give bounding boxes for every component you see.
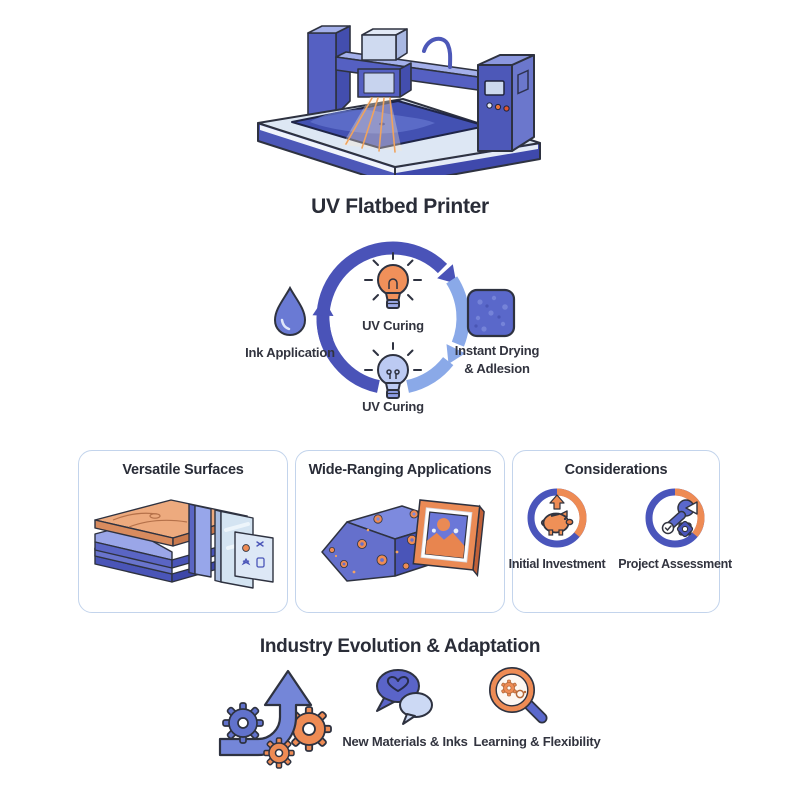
card-title-applications: Wide-Ranging Applications bbox=[308, 462, 492, 478]
cycle-label-uv-curing-top: UV Curing bbox=[362, 318, 424, 333]
speech-bubbles-icon bbox=[376, 669, 433, 725]
cycle-label-instant-drying: Instant Drying & Adlesion bbox=[432, 342, 562, 378]
card-title-surfaces: Versatile Surfaces bbox=[122, 462, 244, 478]
surface-glyphs bbox=[241, 541, 265, 568]
evolution-label-learning: Learning & Flexibility bbox=[473, 734, 601, 749]
cycle-label-uv-curing-bottom: UV Curing bbox=[362, 399, 424, 414]
card-wide-ranging-applications: Wide-Ranging Applications bbox=[295, 450, 505, 613]
cured-surface-icon bbox=[466, 288, 516, 338]
evolution-label-materials: New Materials & Inks bbox=[342, 734, 468, 749]
instant-drying-line2: & Adlesion bbox=[464, 361, 530, 376]
cycle-label-ink-application: Ink Application bbox=[245, 345, 335, 360]
piggy-bank-ring-icon bbox=[527, 488, 587, 548]
applications-illustration bbox=[321, 499, 485, 582]
framed-picture bbox=[412, 499, 485, 578]
evolution-title: Industry Evolution & Adaptation bbox=[259, 636, 541, 657]
printer-buttons bbox=[486, 102, 510, 112]
printer-screen bbox=[484, 80, 505, 96]
wrench-gear-ring-icon bbox=[645, 488, 705, 548]
growth-arrow-gears-icon bbox=[218, 669, 332, 769]
consideration-initial-investment: Initial Investment bbox=[508, 486, 606, 571]
cycle-arrows bbox=[273, 241, 516, 399]
uv-printer-illustration bbox=[257, 25, 541, 175]
consideration-label: Project Assessment bbox=[618, 557, 732, 571]
card-considerations: Considerations Initial Investment bbox=[508, 450, 732, 613]
consideration-label: Initial Investment bbox=[508, 557, 606, 571]
uv-bulb-icon bbox=[364, 252, 422, 309]
card-title-considerations: Considerations bbox=[564, 462, 668, 478]
surfaces-illustration bbox=[94, 499, 274, 589]
instant-drying-line1: Instant Drying bbox=[454, 343, 540, 358]
card-versatile-surfaces: Versatile Surfaces bbox=[78, 450, 288, 613]
ink-drop-icon bbox=[273, 285, 307, 337]
uv-bulb-secondary-icon bbox=[364, 342, 422, 399]
consideration-project-assessment: Project Assessment bbox=[618, 486, 732, 571]
magnifier-gear-icon bbox=[488, 666, 548, 724]
page-title: UV Flatbed Printer bbox=[311, 195, 489, 218]
heart-icon bbox=[386, 676, 410, 692]
